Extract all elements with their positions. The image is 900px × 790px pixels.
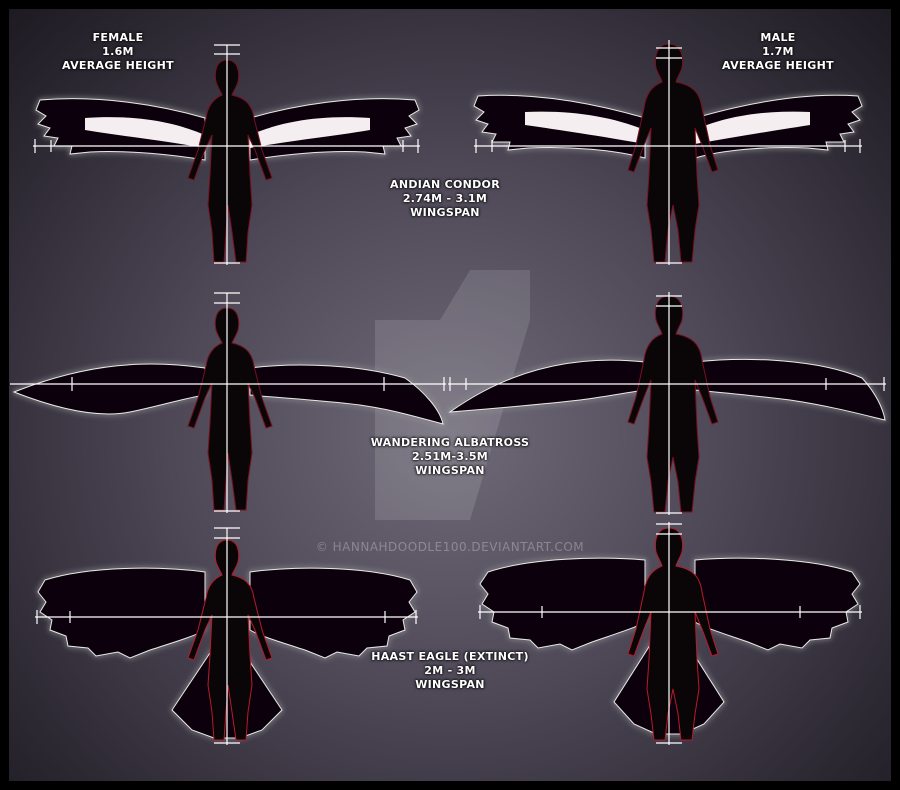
eagle-label: HAAST EAGLE (EXTINCT) 2M - 3M WINGSPAN bbox=[371, 650, 529, 691]
albatross-label: WANDERING ALBATROSS 2.51M-3.5M WINGSPAN bbox=[370, 436, 530, 477]
male-label: MALE 1.7M AVERAGE HEIGHT bbox=[722, 31, 834, 72]
condor-male-guides bbox=[474, 40, 862, 265]
condor-female bbox=[33, 44, 420, 265]
eagle-male-guides bbox=[478, 522, 862, 745]
eagle-female bbox=[35, 527, 418, 745]
albatross-female-left-wing bbox=[12, 363, 206, 415]
eagle-male bbox=[478, 522, 862, 745]
condor-male bbox=[473, 40, 863, 265]
watermark-text: © HANNAHDOODLE100.DEVIANTART.COM bbox=[315, 540, 585, 554]
condor-female-guides bbox=[33, 44, 420, 265]
condor-female-body bbox=[187, 59, 273, 263]
condor-label: ANDIAN CONDOR 2.74M - 3.1M WINGSPAN bbox=[390, 178, 500, 219]
eagle-female-right-wing bbox=[249, 567, 418, 659]
eagle-male-left-wing bbox=[479, 557, 646, 651]
eagle-male-right-wing bbox=[694, 557, 861, 651]
albatross-female bbox=[10, 292, 446, 513]
eagle-male-body bbox=[627, 527, 719, 741]
albatross-male-left-wing bbox=[448, 359, 646, 413]
female-label: FEMALE 1.6M AVERAGE HEIGHT bbox=[62, 31, 174, 72]
eagle-female-guides bbox=[35, 527, 418, 745]
albatross-male-body bbox=[627, 295, 719, 513]
albatross-male bbox=[448, 292, 886, 515]
albatross-male-right-wing bbox=[694, 358, 886, 421]
eagle-female-body bbox=[187, 539, 273, 741]
eagle-female-left-wing bbox=[37, 567, 206, 659]
albatross-female-right-wing bbox=[249, 364, 444, 425]
condor-male-body bbox=[627, 43, 719, 263]
albatross-female-body bbox=[187, 307, 273, 511]
watermark-logo bbox=[375, 270, 530, 520]
albatross-female-guides bbox=[10, 292, 446, 513]
albatross-male-guides bbox=[448, 292, 886, 515]
